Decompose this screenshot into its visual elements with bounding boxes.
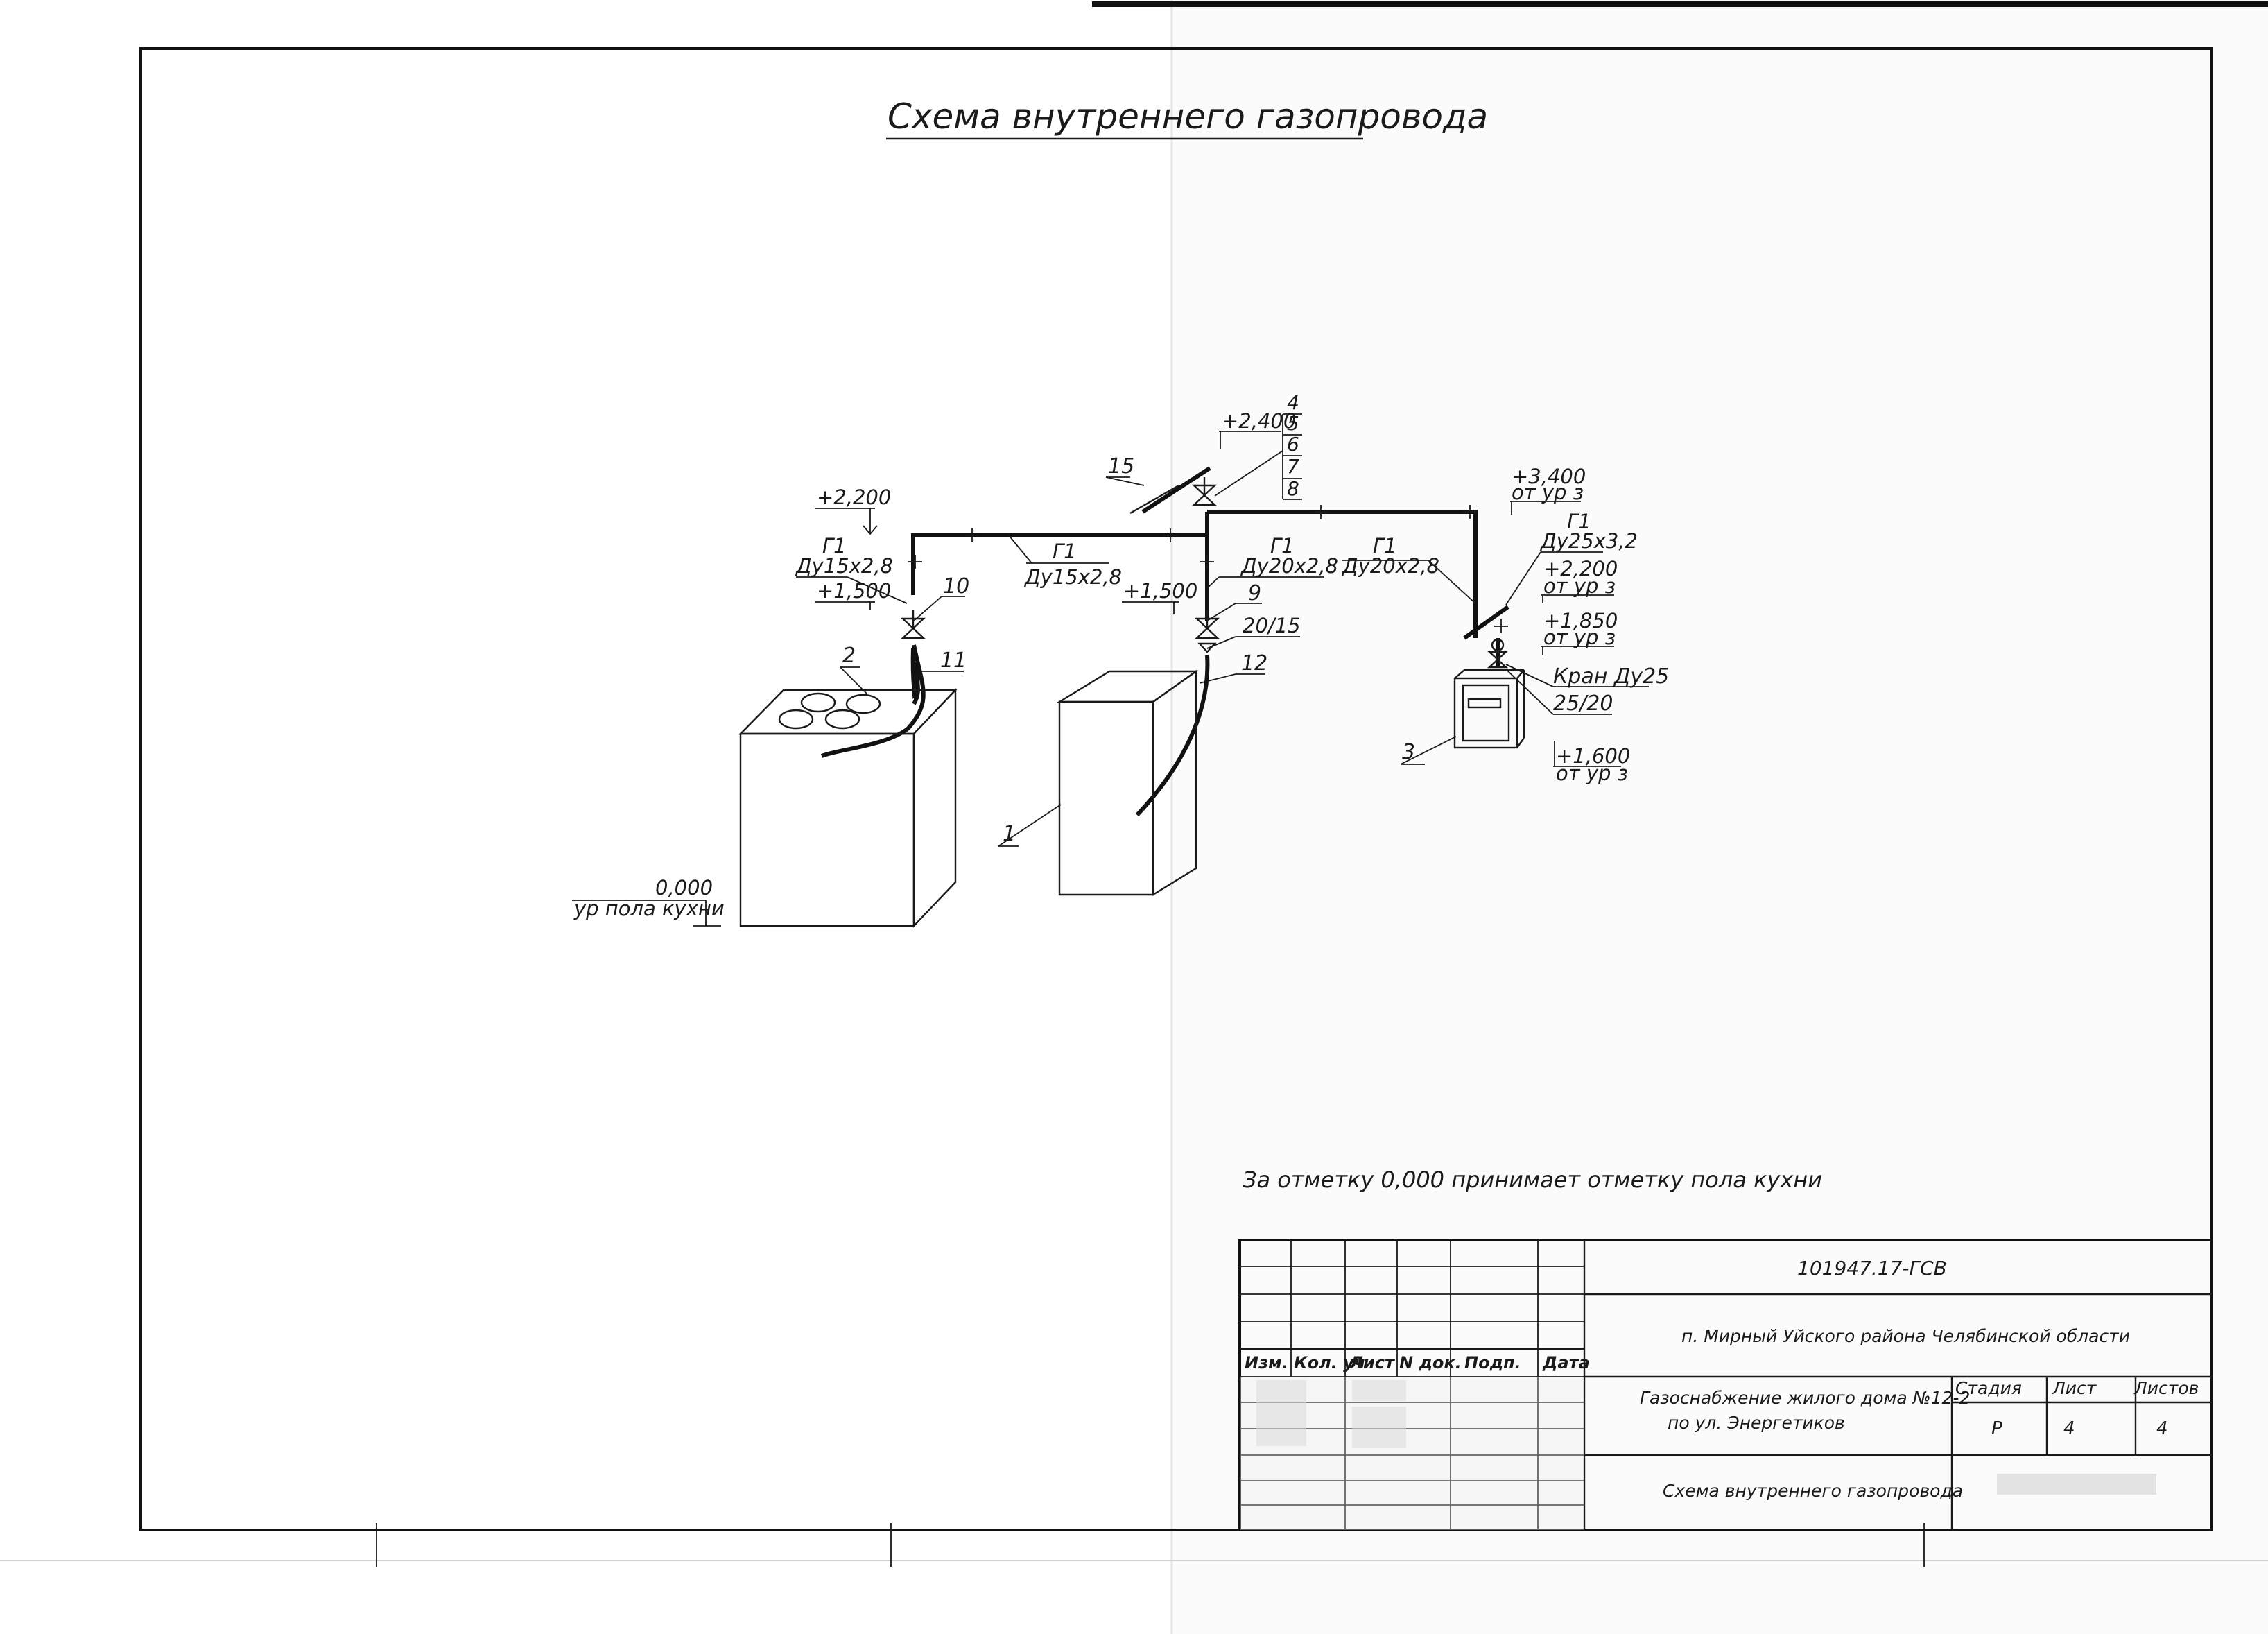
object-line-2: по ул. Энергетиков [1668,1413,1845,1433]
callout-10: 10 [943,574,969,599]
elev-1600-ref: от ур з [1556,762,1628,785]
object-line-1: Газоснабжение жилого дома №12-2 [1640,1388,1970,1408]
pipe-midv-g: Г1 [1270,534,1295,558]
callout-11: 11 [940,648,967,673]
fitting-valve-right: Кран Ду25 [1553,664,1669,689]
callout-9: 9 [1248,581,1261,605]
pipe-mid-dn: Ду15х2,8 [1023,565,1122,589]
pipe-left-dn: Ду15х2,8 [795,554,893,578]
callout-6: 6 [1287,433,1299,456]
value-stage: Р [1991,1418,2002,1439]
col-list: Лист [1349,1353,1396,1373]
elev-1500-left: +1,500 [817,579,891,603]
pipe-riser-g: Г1 [1567,510,1591,533]
valve-meter [1487,638,1509,669]
elev-2200-left: +2,200 [817,485,891,509]
gas-pipeline [820,466,1509,817]
elev-1850-ref: от ур з [1543,626,1616,649]
gas-meter [1453,669,1525,749]
elev-1500-mid: +1,500 [1123,579,1197,603]
title-block: Изм. Кол. уч Лист N док. Подп. Дата 1019… [1238,1239,2213,1531]
pipe-left-g: Г1 [822,534,847,558]
leaders [796,413,1649,847]
elev-zero: 0,000 [655,876,713,900]
elev-2200-right-ref: от ур з [1543,574,1616,598]
callout-7: 7 [1287,455,1299,478]
callout-1: 1 [1003,822,1016,846]
value-sheets: 4 [2156,1418,2168,1439]
fitting-reducer-mid: 20/15 [1243,614,1301,637]
elev-2200-right: +2,200 [1543,557,1618,580]
elev-3400-ref: от ур з [1512,481,1584,504]
elev-3400: +3,400 [1512,465,1586,488]
gas-boiler [1056,669,1199,897]
drawing-frame [139,47,2213,1531]
callout-2: 2 [842,644,856,668]
header-sheet: Лист [2052,1378,2097,1398]
elev-2400: +2,400 [1222,409,1296,433]
elev-1600: +1,600 [1556,744,1630,768]
callout-5: 5 [1287,412,1299,435]
callout-3: 3 [1402,740,1415,764]
gas-stove [738,688,958,928]
doc-code: 101947.17-ГСВ [1797,1257,1947,1280]
drawing-title: Схема внутреннего газопровода [888,96,1488,137]
reducer-mid [1197,642,1217,653]
col-kol: Кол. уч [1294,1353,1365,1373]
col-podp: Подп. [1464,1353,1521,1373]
header-stage: Стадия [1955,1378,2022,1398]
callout-12: 12 [1241,651,1267,676]
callout-4: 4 [1287,391,1299,414]
callout-15: 15 [1108,454,1134,479]
pipe-riser-dn: Ду25х3,2 [1539,529,1638,553]
pipe-midv-dn: Ду20х2,8 [1240,554,1338,578]
sheet-title: Схема внутреннего газопровода [1663,1481,1963,1501]
col-ndok: N док. [1399,1353,1462,1373]
pipe-right-g: Г1 [1373,534,1397,558]
header-sheets: Листов [2133,1378,2199,1398]
elevation-marks [572,431,1621,927]
callout-8: 8 [1287,477,1299,500]
valve-top [1191,477,1218,506]
elev-zero-ref: ур пола кухни [573,897,725,920]
col-data: Дата [1542,1353,1590,1373]
pipe-right-dn: Ду20х2,8 [1341,554,1439,578]
elev-1850: +1,850 [1543,609,1618,633]
pipe-mid-g: Г1 [1053,540,1077,563]
col-izm: Изм. [1245,1353,1288,1373]
value-sheet: 4 [2063,1418,2075,1439]
drawing-note: За отметку 0,000 принимает отметку пола … [1243,1167,1822,1193]
fitting-reducer-right: 25/20 [1553,691,1613,716]
location: п. Мирный Уйского района Челябинской обл… [1681,1326,2130,1346]
